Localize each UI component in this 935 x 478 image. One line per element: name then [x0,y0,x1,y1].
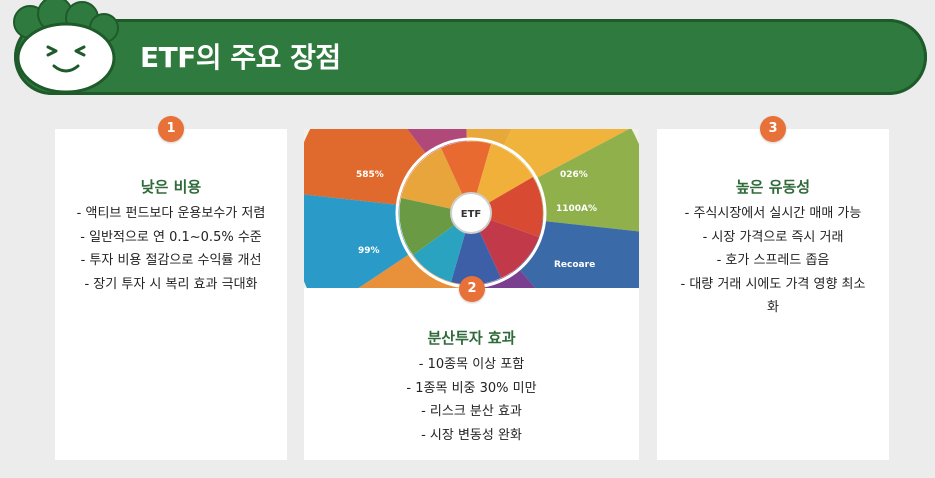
card-title: 낮은 비용 [140,178,202,196]
wheel-label: 99% [358,246,380,256]
step-badge-3: 3 [760,116,786,142]
list-item: - 일반적으로 연 0.1~0.5% 수준 [80,229,262,245]
page-title: ETF의 주요 장점 [140,41,341,74]
card-list: - 10종목 이상 포함 - 1종목 비중 30% 미만 - 리스크 분산 효과… [310,353,633,447]
header-banner [14,19,927,95]
list-item: - 주식시장에서 실시간 매매 가능 [684,206,862,221]
card-title: 높은 유동성 [735,178,811,196]
list-item: - 1종목 비중 30% 미만 [406,380,537,396]
list-item: - 투자 비용 절감으로 수익률 개선 [80,253,262,268]
etf-wheel-illustration: ETF 585% 99% 026% 1100A% Recoare [304,129,639,288]
list-item: - 시장 변동성 완화 [421,427,522,443]
card-low-cost: 낮은 비용 - 액티브 펀드보다 운용보수가 저렴 - 일반적으로 연 0.1~… [55,129,287,460]
list-item: - 액티브 펀드보다 운용보수가 저렴 [76,206,266,221]
card-list: - 액티브 펀드보다 운용보수가 저렴 - 일반적으로 연 0.1~0.5% 수… [61,202,281,296]
wheel-center-label: ETF [461,209,481,220]
card-liquidity: 높은 유동성 - 주식시장에서 실시간 매매 가능 - 시장 가격으로 즉시 거… [657,129,889,460]
list-item: - 10종목 이상 포함 [418,357,525,372]
step-badge-1: 1 [158,116,184,142]
list-item: - 시장 가격으로 즉시 거래 [702,229,844,245]
list-item: - 호가 스프레드 좁음 [716,253,830,268]
card-diversification: ETF 585% 99% 026% 1100A% Recoare 분산투자 효과… [304,129,639,460]
list-item: - 리스크 분산 효과 [421,404,522,419]
card-list: - 주식시장에서 실시간 매매 가능 - 시장 가격으로 즉시 거래 - 호가 … [663,202,883,320]
list-item: - 장기 투자 시 복리 효과 극대화 [84,276,258,292]
wheel-label: Recoare [554,260,595,270]
wheel-label: 1100A% [556,204,597,214]
card-title: 분산투자 효과 [427,329,516,347]
wheel-label: 026% [560,170,588,180]
step-badge-2: 2 [459,276,485,302]
list-item: - 대량 거래 시에도 가격 영향 최소 [680,276,866,292]
mascot-face-icon [13,0,119,94]
wheel-label: 585% [356,170,384,180]
etf-wheel-image: ETF 585% 99% 026% 1100A% Recoare [304,129,639,288]
list-item: 화 [767,300,779,315]
